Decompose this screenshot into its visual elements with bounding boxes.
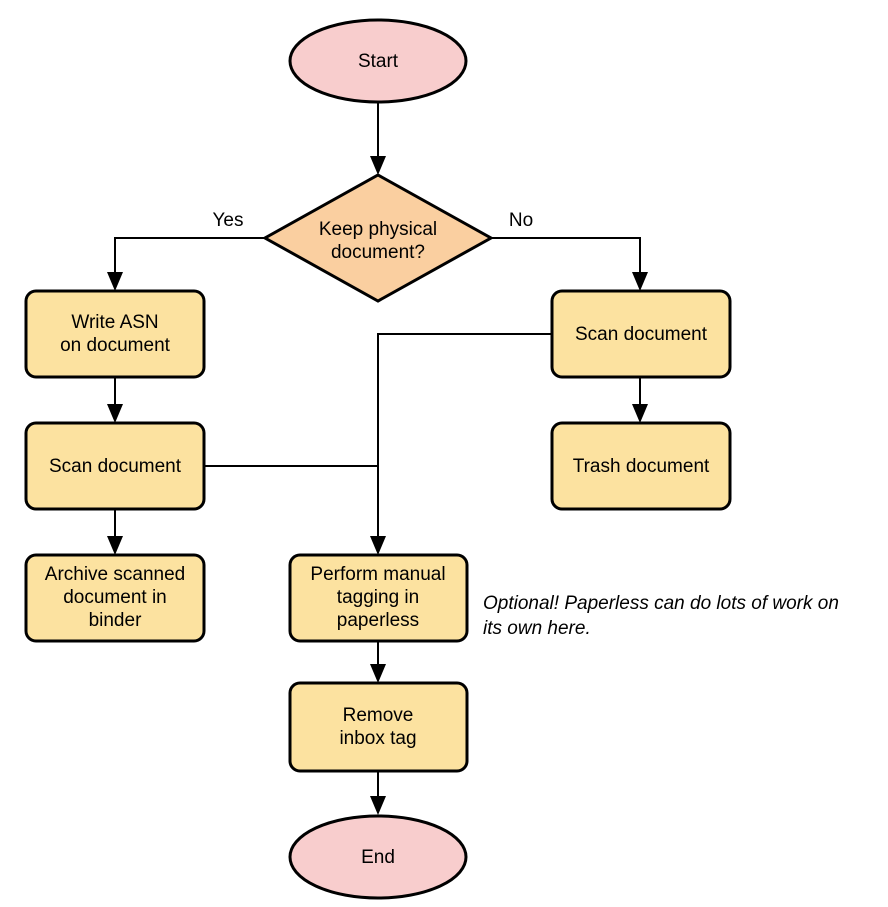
node-archive-label-line1: Archive scanned <box>45 564 185 585</box>
node-decision-keep-physical-document[interactable]: Keep physical document? <box>261 173 495 303</box>
node-archive-label-line2: document in <box>63 587 167 608</box>
edge-decision-no-to-scan-right <box>491 237 648 291</box>
node-remove-inbox-label-line1: Remove <box>343 705 414 726</box>
node-decision-label-line1: Keep physical <box>319 219 437 240</box>
node-tagging-label-line2: tagging in <box>337 587 419 608</box>
node-scan-document-left[interactable]: Scan document <box>24 421 206 511</box>
node-trash-document-label: Trash document <box>573 456 710 477</box>
node-write-asn-label-line2: on document <box>60 335 171 356</box>
node-scan-document-right[interactable]: Scan document <box>550 289 732 379</box>
edge-decision-yes-to-write-asn <box>107 237 265 291</box>
optional-note-line1: Optional! Paperless can do lots of work … <box>483 593 839 614</box>
edge-label-yes: Yes <box>213 210 244 231</box>
optional-note-line2: its own here. <box>483 618 591 639</box>
node-decision-label-line2: document? <box>331 242 425 263</box>
edge-tagging-to-remove-inbox <box>370 641 386 683</box>
edge-scan-left-to-archive <box>107 509 123 555</box>
node-end-label: End <box>361 847 395 868</box>
node-start[interactable]: Start <box>288 18 468 104</box>
edge-label-no: No <box>509 210 533 231</box>
node-write-asn-label-line1: Write ASN <box>71 312 158 333</box>
node-end[interactable]: End <box>288 814 468 900</box>
optional-note: Optional! Paperless can do lots of work … <box>483 593 839 639</box>
node-start-label: Start <box>358 51 399 72</box>
edge-scan-right-to-tagging <box>370 333 552 555</box>
node-perform-manual-tagging[interactable]: Perform manual tagging in paperless <box>288 553 469 643</box>
node-scan-document-left-label: Scan document <box>49 456 182 477</box>
edge-start-to-decision <box>370 102 386 175</box>
node-scan-document-right-label: Scan document <box>575 324 708 345</box>
node-tagging-label-line1: Perform manual <box>310 564 445 585</box>
node-remove-inbox-label-line2: inbox tag <box>339 728 416 749</box>
node-archive-scanned-document[interactable]: Archive scanned document in binder <box>24 553 206 643</box>
node-trash-document[interactable]: Trash document <box>550 421 732 511</box>
node-remove-inbox-tag[interactable]: Remove inbox tag <box>288 681 469 773</box>
edge-remove-inbox-to-end <box>370 771 386 815</box>
edge-scan-right-to-trash <box>632 377 648 423</box>
node-tagging-label-line3: paperless <box>337 610 419 631</box>
node-write-asn-on-document[interactable]: Write ASN on document <box>24 289 206 379</box>
edge-write-asn-to-scan-left <box>107 377 123 423</box>
node-archive-label-line3: binder <box>89 610 142 631</box>
